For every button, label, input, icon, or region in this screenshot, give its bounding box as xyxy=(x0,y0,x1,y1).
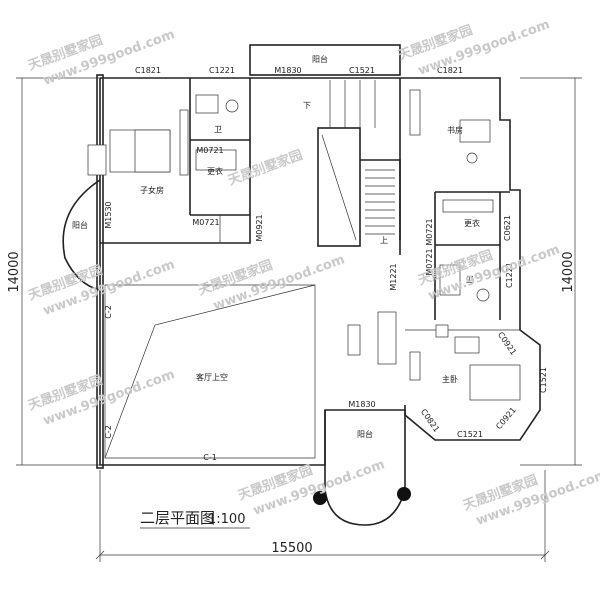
door-label-m0921: M0921 xyxy=(255,214,264,241)
furniture xyxy=(87,89,521,401)
door-label-m0721-d: M0721 xyxy=(425,248,434,275)
window-label-c1221: C1221 xyxy=(209,66,235,75)
plan-title: 二层平面图 xyxy=(140,509,215,527)
stair-label-down: 下 xyxy=(303,101,311,110)
window-label-c1821-left: C1821 xyxy=(135,66,161,75)
door-label-m0721-c: M0721 xyxy=(425,218,434,245)
window-label-c1: C-1 xyxy=(203,453,217,462)
window-label-c1521-r: C1521 xyxy=(539,367,548,393)
window-label-c1221-r: C1221 xyxy=(505,262,514,288)
door-label-m1830-bottom: M1830 xyxy=(348,400,375,409)
walls xyxy=(62,44,541,526)
room-label-study: 书房 xyxy=(447,125,463,135)
door-label-m1221: M1221 xyxy=(389,263,398,290)
dimension-lines xyxy=(16,77,582,562)
door-label-m0721-a: M0721 xyxy=(196,146,223,155)
door-label-m1830-top: M1830 xyxy=(274,66,301,75)
window-label-c0921-a: C0921 xyxy=(496,330,518,356)
dimension-height-left: 14000 xyxy=(7,251,22,292)
watermark-brand: 天晟别墅家园 xyxy=(226,147,305,189)
room-label-closet-left: 更衣 xyxy=(207,166,223,176)
room-label-balcony-top: 阳台 xyxy=(312,54,328,64)
door-label-m1530: M1530 xyxy=(104,201,113,228)
room-label-bath-right: 卫 xyxy=(466,275,474,284)
room-label-bath-left: 卫 xyxy=(214,125,222,134)
room-label-master-bedroom: 主卧 xyxy=(442,374,458,384)
plan-scale: 1:100 xyxy=(208,512,245,527)
dimension-height-right: 14000 xyxy=(561,251,576,292)
watermark-layer: 天晟别墅家园 www.999good.com 天晟别墅家园 www.999goo… xyxy=(26,17,600,529)
window-label-c2-b: C-2 xyxy=(104,425,113,439)
room-label-living-void: 客厅上空 xyxy=(196,372,228,382)
dimension-width: 15500 xyxy=(271,541,312,556)
window-label-c1521-top: C1521 xyxy=(349,66,375,75)
window-label-c0621: C0621 xyxy=(503,215,512,241)
window-label-c0921-b: C0921 xyxy=(494,406,518,432)
room-label-children-room: 子女房 xyxy=(140,185,164,195)
room-label-balcony-bottom: 阳台 xyxy=(357,429,373,439)
room-label-balcony-left: 阳台 xyxy=(72,220,88,230)
window-label-c2-a: C-2 xyxy=(104,305,113,319)
stair-label-up: 上 xyxy=(380,236,388,245)
room-label-closet-right: 更衣 xyxy=(464,218,480,228)
window-label-c1821-right: C1821 xyxy=(437,66,463,75)
window-label-c1521-bottom: C1521 xyxy=(457,430,483,439)
door-label-m0721-b: M0721 xyxy=(192,218,219,227)
